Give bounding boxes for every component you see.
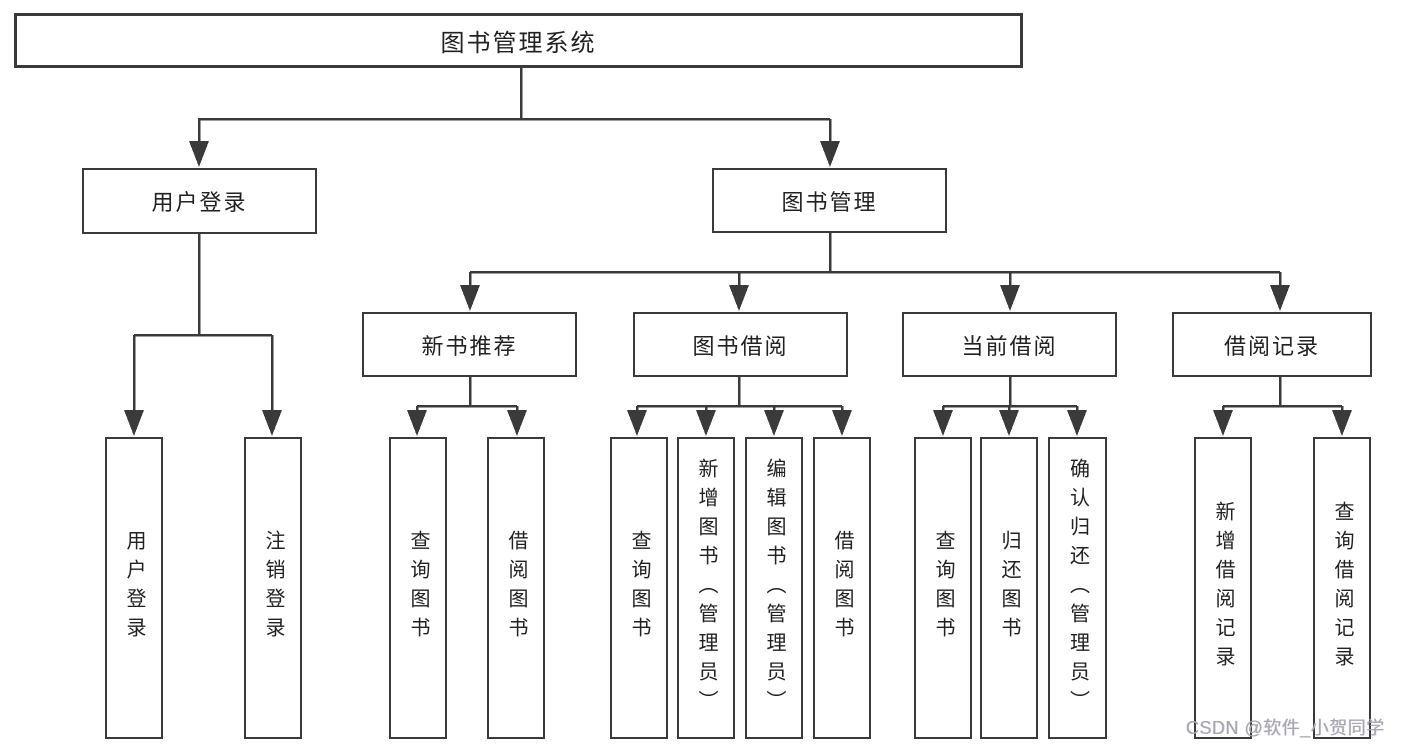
leaf-label: 查询图书 <box>628 530 650 646</box>
leaf-label: 用户登录 <box>123 530 145 646</box>
leaf-label: 查询图书 <box>407 530 429 646</box>
book-borrow-branch-lines <box>635 377 844 415</box>
current-borrow-branch-lines <box>941 377 1079 415</box>
leaf-label: 查询借阅记录 <box>1331 501 1353 675</box>
leaf-label: 新增图书（管理员） <box>695 457 717 719</box>
node-user-login: 用户登录 <box>82 168 317 234</box>
leaf-label: 注销登录 <box>262 530 284 646</box>
csdn-watermark: CSDN @软件_小贺同学 <box>1186 718 1385 738</box>
arrowheads <box>124 141 1352 436</box>
leaf-edit-book-admin: 编辑图书（管理员） <box>745 437 803 739</box>
node-library-management-system: 图书管理系统 <box>14 13 1023 68</box>
leaf-add-borrow-record: 新增借阅记录 <box>1194 437 1252 739</box>
leaf-query-books-recommend: 查询图书 <box>389 437 447 739</box>
leaf-borrow-books-recommend: 借阅图书 <box>487 437 545 739</box>
leaf-confirm-return-admin: 确认归还（管理员） <box>1048 437 1107 739</box>
node-book-management: 图书管理 <box>712 168 947 233</box>
node-book-borrow: 图书借阅 <box>633 312 848 377</box>
root-to-level1-lines <box>197 68 832 147</box>
leaf-query-books-current: 查询图书 <box>914 437 972 739</box>
borrow-records-branch-lines <box>1221 377 1344 415</box>
leaf-return-book: 归还图书 <box>980 437 1038 739</box>
leaf-user-login: 用户登录 <box>105 437 163 739</box>
leaf-label: 确认归还（管理员） <box>1066 457 1089 719</box>
leaf-borrow-books: 借阅图书 <box>813 437 871 739</box>
leaf-add-book-admin: 新增图书（管理员） <box>677 437 735 739</box>
leaf-logout: 注销登录 <box>244 437 302 739</box>
leaf-query-borrow-record: 查询借阅记录 <box>1313 437 1371 739</box>
leaf-label: 查询图书 <box>932 530 954 646</box>
node-borrow-records: 借阅记录 <box>1172 312 1372 377</box>
book-management-to-level2-lines <box>468 233 1282 290</box>
leaf-label: 借阅图书 <box>831 530 853 646</box>
node-current-borrow: 当前借阅 <box>902 312 1117 377</box>
leaf-label: 归还图书 <box>998 530 1020 646</box>
leaf-label: 新增借阅记录 <box>1212 501 1234 675</box>
node-new-book-recommend: 新书推荐 <box>362 312 577 377</box>
new-book-branch-lines <box>415 377 519 415</box>
leaf-label: 编辑图书（管理员） <box>763 457 785 719</box>
leaf-query-books-borrow: 查询图书 <box>610 437 668 739</box>
user-login-branch-lines <box>132 234 274 415</box>
leaf-label: 借阅图书 <box>505 530 527 646</box>
